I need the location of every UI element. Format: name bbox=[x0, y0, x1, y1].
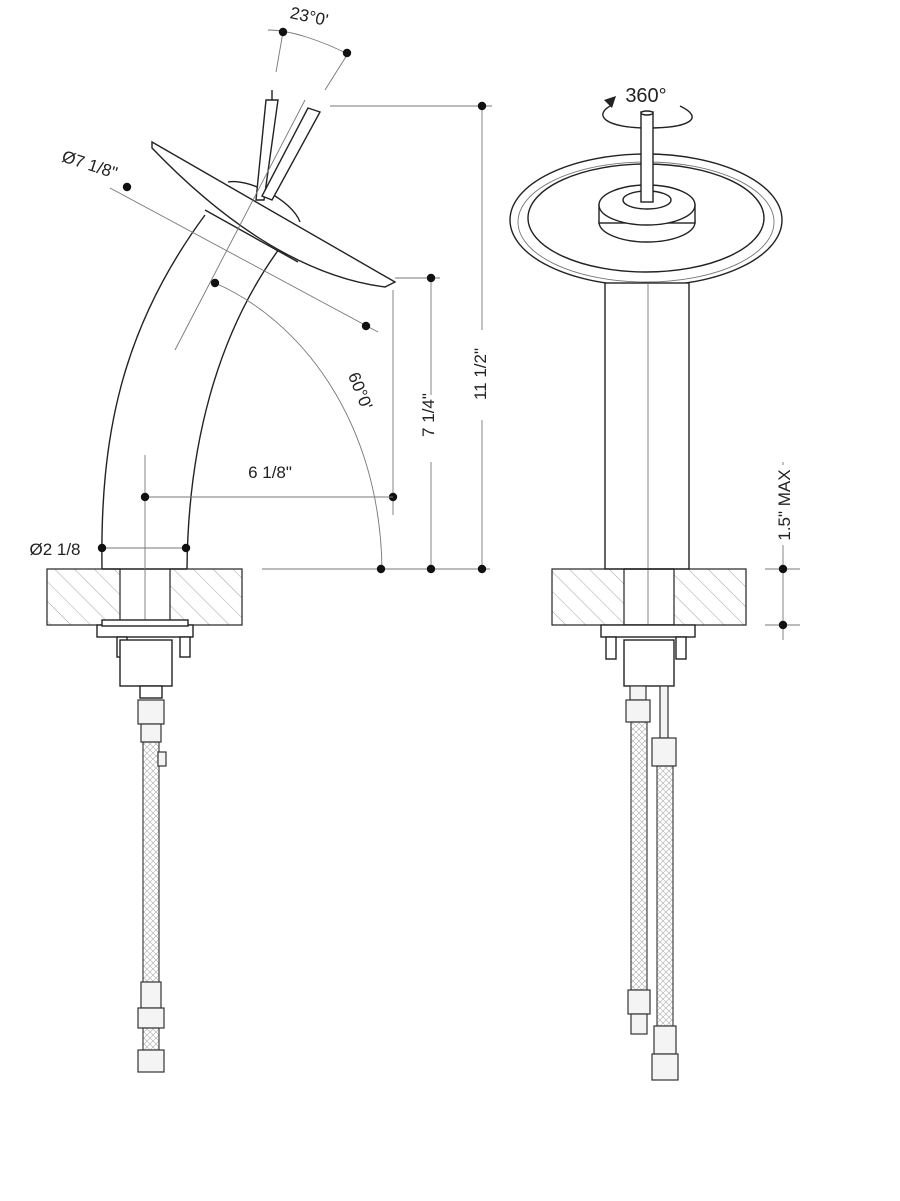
front-supply-hoses bbox=[625, 685, 679, 1081]
front-handle-hub bbox=[598, 110, 696, 243]
side-deck-section bbox=[46, 568, 243, 626]
angle-handle-label: 23°0' bbox=[288, 3, 330, 30]
disc-diameter-label: Ø7 1/8" bbox=[60, 147, 120, 183]
front-deck-section bbox=[551, 568, 747, 626]
front-mount-hardware bbox=[600, 624, 696, 687]
deck-thickness-label: 1.5" MAX bbox=[775, 469, 794, 540]
side-mount-hardware bbox=[96, 619, 194, 699]
angle-spout-label: 60°0' bbox=[344, 370, 376, 413]
spout-height-label: 7 1/4" bbox=[419, 393, 438, 437]
total-height-label: 11 1/2" bbox=[471, 348, 490, 400]
rotation-label: 360° bbox=[625, 85, 666, 107]
side-handle bbox=[255, 90, 322, 201]
spout-reach-label: 6 1/8" bbox=[248, 463, 292, 482]
side-supply-hoses bbox=[137, 699, 167, 1073]
side-spout-body bbox=[101, 214, 283, 570]
front-view: 360° bbox=[509, 85, 800, 1081]
side-glass-disc bbox=[151, 140, 397, 288]
front-body-column bbox=[604, 282, 690, 570]
base-diameter-label: Ø2 1/8 bbox=[29, 540, 80, 559]
side-view: 23°0' Ø7 1/8" 60°0' 7 1/4" 6 1/8" Ø2 1/8 bbox=[29, 3, 492, 1073]
